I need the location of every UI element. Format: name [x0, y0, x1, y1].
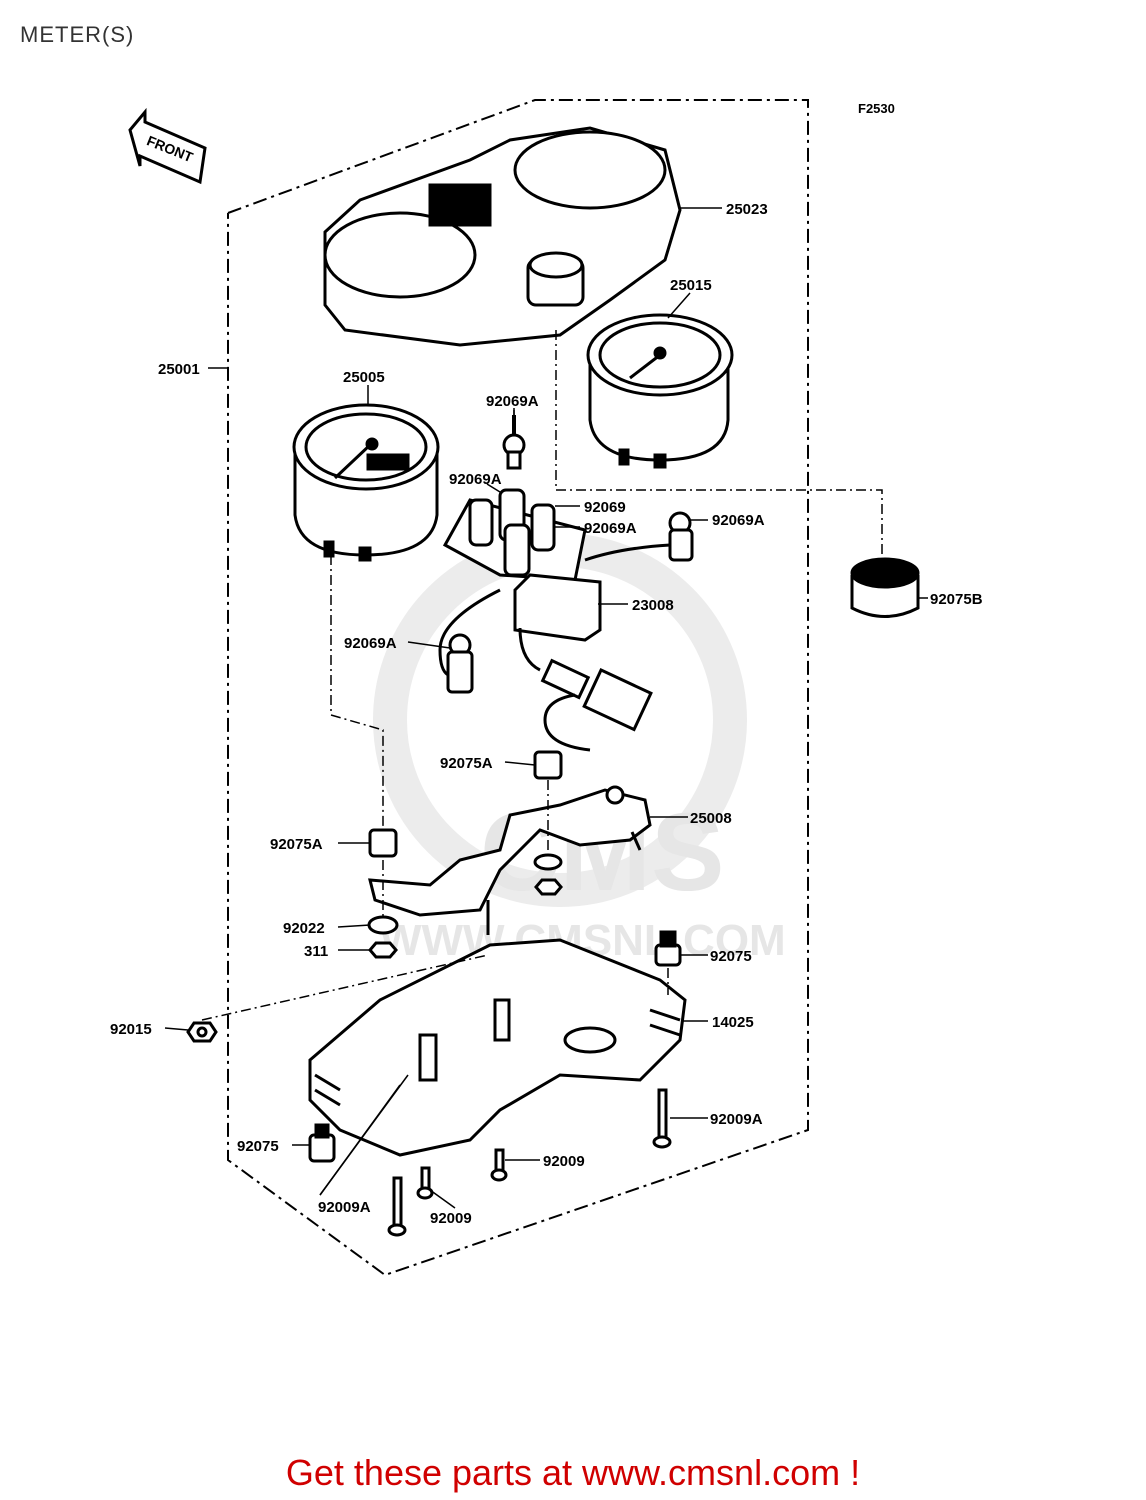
- part-label-92075b: 92075B: [930, 591, 983, 608]
- part-label-92075a-top: 92075A: [440, 755, 493, 772]
- part-label-92015: 92015: [110, 1021, 152, 1038]
- part-label-25015: 25015: [670, 277, 712, 294]
- assembly-boundary: [227, 99, 809, 1277]
- part-label-92009a-right: 92009A: [710, 1111, 763, 1128]
- part-label-92075-left: 92075: [237, 1138, 279, 1155]
- part-label-92009-right: 92009: [543, 1153, 585, 1170]
- guide-lines: [201, 330, 883, 1021]
- part-label-92069a-right: 92069A: [712, 512, 765, 529]
- part-label-25001: 25001: [158, 361, 200, 378]
- part-label-92009a-bottom: 92009A: [318, 1199, 371, 1216]
- part-label-92022: 92022: [283, 920, 325, 937]
- standoff-right: [654, 930, 682, 967]
- part-label-92069a-b: 92069A: [584, 520, 637, 537]
- part-label-92075-right: 92075: [710, 948, 752, 965]
- exploded-parts-diagram: CMS WWW.CMSNL.COM F2530 FRONT: [110, 99, 983, 1277]
- part-label-14025: 14025: [712, 1014, 754, 1031]
- part-label-25005: 25005: [343, 369, 385, 386]
- part-labels: 25023 25015 25001 25005 92069A 92069A 92…: [110, 201, 983, 1227]
- grommet-92075B: [850, 557, 920, 618]
- speedometer: [292, 403, 440, 562]
- socket-left: [438, 588, 501, 694]
- grommet-92075A: [368, 750, 563, 858]
- part-label-92009-bottom: 92009: [430, 1210, 472, 1227]
- page-title: METER(S): [20, 22, 135, 47]
- meter-cover: [323, 126, 682, 347]
- part-label-92069a-mid: 92069A: [449, 471, 502, 488]
- standoff-left: [308, 1123, 336, 1163]
- leader-lines: [164, 207, 928, 1209]
- washer-nut-center: [533, 853, 563, 896]
- part-label-92069a-top: 92069A: [486, 393, 539, 410]
- wiring-connector: [513, 573, 653, 752]
- front-arrow-icon: FRONT: [128, 107, 207, 185]
- part-label-92069: 92069: [584, 499, 626, 516]
- diagram-code: F2530: [858, 101, 895, 116]
- part-label-23008: 23008: [632, 597, 674, 614]
- bulb-holder: [442, 415, 587, 582]
- lower-case: [308, 938, 687, 1157]
- tachometer: [586, 313, 734, 469]
- part-label-311: 311: [304, 943, 328, 960]
- part-label-25023: 25023: [726, 201, 768, 218]
- socket-right: [584, 511, 694, 562]
- part-label-25008: 25008: [690, 810, 732, 827]
- footer-link[interactable]: Get these parts at www.cmsnl.com !: [285, 1452, 861, 1493]
- screws: [387, 1088, 672, 1237]
- part-label-92069a-left: 92069A: [344, 635, 397, 652]
- nut-92015: [186, 1021, 218, 1043]
- part-label-92075a-left: 92075A: [270, 836, 323, 853]
- bracket: [368, 785, 652, 935]
